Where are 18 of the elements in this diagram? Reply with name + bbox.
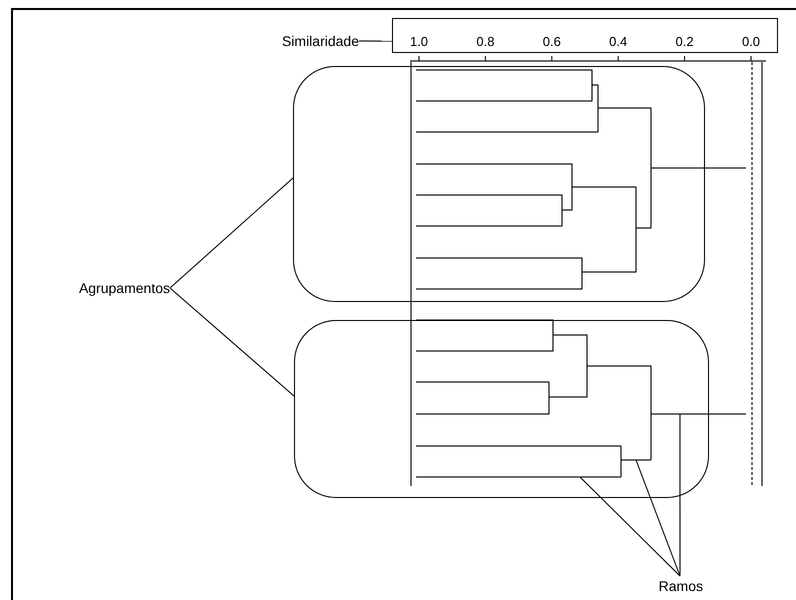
annotation-text: Ramos bbox=[657, 576, 703, 596]
annotation-text: Similaridade bbox=[275, 31, 359, 51]
leader-line bbox=[358, 40, 392, 42]
leader-line bbox=[636, 460, 680, 576]
tick-label: 0.0 bbox=[742, 35, 760, 48]
tick-label: 0.8 bbox=[476, 35, 494, 48]
tick-label: 0.2 bbox=[676, 35, 694, 48]
cluster-outline bbox=[293, 66, 705, 302]
annotation-text: Agrupamentos bbox=[72, 278, 170, 298]
tick-label: 0.4 bbox=[609, 35, 628, 48]
scale-box bbox=[392, 18, 778, 53]
leader-line bbox=[580, 476, 680, 576]
branch-line bbox=[416, 476, 622, 478]
leader-line bbox=[170, 178, 294, 288]
leader-line bbox=[170, 288, 294, 396]
tick-label: 0.6 bbox=[542, 35, 561, 48]
leader-line bbox=[679, 414, 680, 576]
tick-label: 1.0 bbox=[410, 35, 428, 48]
